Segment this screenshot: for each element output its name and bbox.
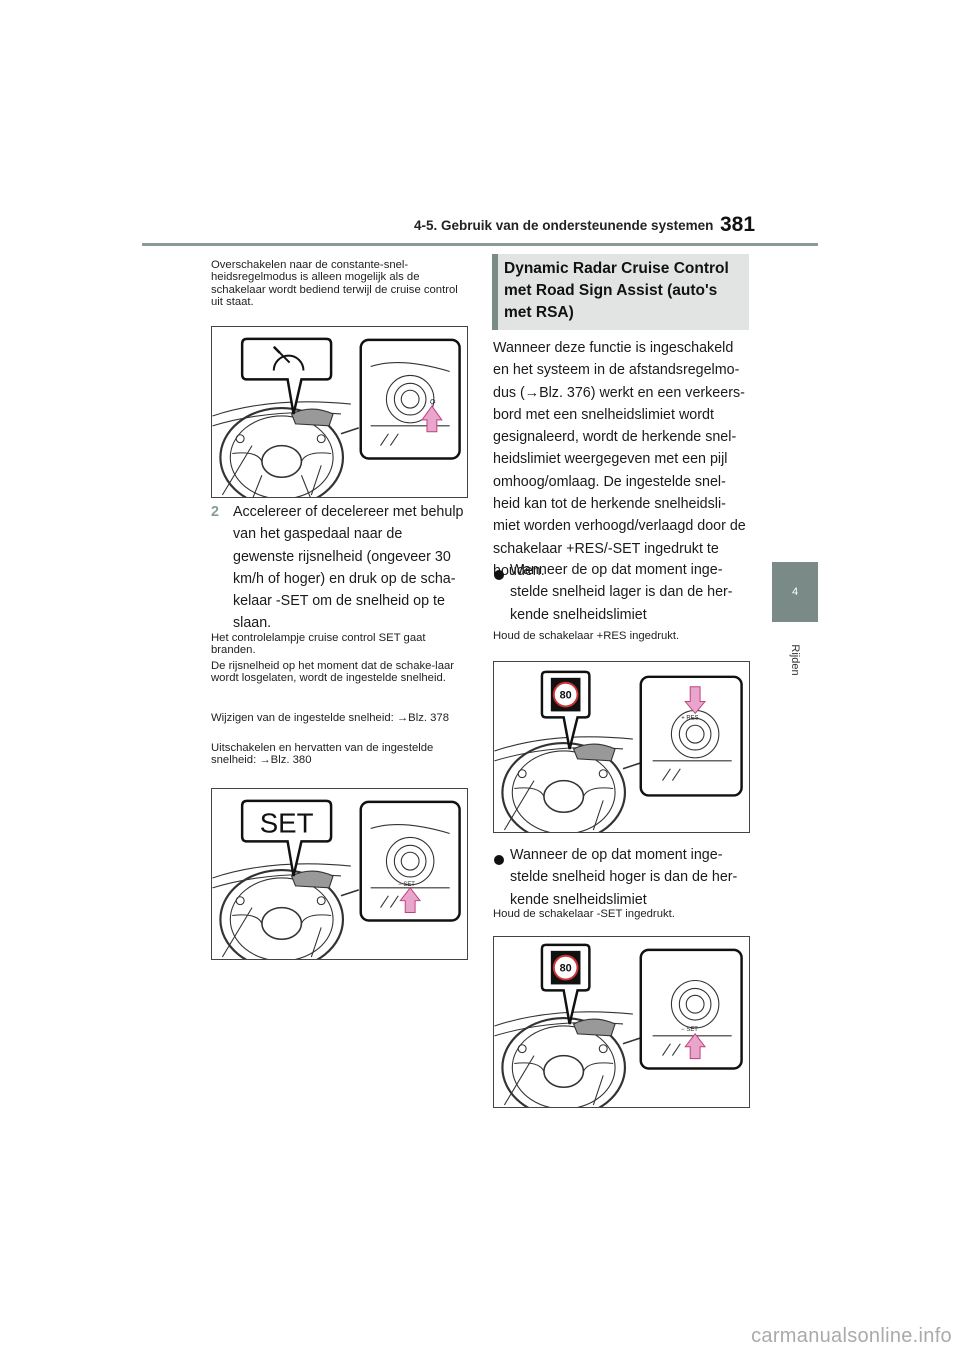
- steering-wheel-illustration: 80 − SET: [494, 943, 743, 1107]
- heading-accent-bar: [492, 254, 498, 330]
- rsa-section-heading: Dynamic Radar Cruise Control met Road Si…: [492, 254, 749, 330]
- page-number: 381: [720, 213, 756, 236]
- header-rule: [142, 243, 818, 246]
- section-title: 4-5. Gebruik van de ondersteunende syste…: [414, 218, 714, 233]
- chapter-label: Rijden: [789, 644, 801, 676]
- section-heading-text: Dynamic Radar Cruise Control met Road Si…: [504, 260, 729, 321]
- res-switch-label: + RES: [681, 715, 698, 721]
- figure-set-switch-rsa: 80 − SET: [493, 936, 750, 1108]
- bullet-dot: [494, 570, 504, 580]
- bullet1-note: Houd de schakelaar +RES ingedrukt.: [493, 630, 680, 642]
- watermark: carmanualsonline.info: [751, 1325, 952, 1347]
- steering-wheel-illustration: 80 + RES: [494, 670, 743, 832]
- note-set-lamp: Het controlelampje cruise control SET ga…: [211, 632, 426, 657]
- rsa-paragraph: Wanneer deze functie is ingeschakeld en …: [493, 340, 746, 579]
- bullet-dot: [494, 855, 504, 865]
- set-callout-label: SET: [260, 807, 314, 838]
- note-set-speed: De rijsnelheid op het moment dat de scha…: [211, 660, 455, 685]
- set-switch-label: − SET: [398, 882, 415, 888]
- step-2-text: Accelereer of decelereer met behulp van …: [233, 504, 464, 632]
- svg-text:⛭: ⛭: [430, 399, 436, 406]
- bullet-higher-limit: Wanneer de op dat moment inge-stelde sne…: [510, 847, 738, 908]
- step-number: 2: [211, 504, 219, 520]
- bullet2-note: Houd de schakelaar -SET ingedrukt.: [493, 908, 675, 920]
- chapter-tab: 4: [772, 562, 818, 622]
- bullet-lower-limit: Wanneer de op dat moment inge-stelde sne…: [510, 562, 733, 623]
- figure-cruise-control-switch: ⛭: [211, 326, 468, 498]
- steering-wheel-illustration: ⛭: [212, 337, 461, 497]
- speed-sign-value: 80: [560, 690, 572, 702]
- note-cancel-resume-ref: Uitschakelen en hervatten van de ingeste…: [211, 742, 434, 767]
- speed-sign-value: 80: [560, 963, 572, 975]
- figure-res-switch: 80 + RES: [493, 661, 750, 833]
- set-switch-label: − SET: [681, 1027, 698, 1033]
- intro-note: Overschakelen naar de constante-snel-hei…: [211, 259, 458, 309]
- note-change-speed-ref: Wijzigen van de ingestelde snelheid: →Bl…: [211, 712, 450, 724]
- steering-wheel-illustration: SET − SET: [212, 799, 461, 959]
- figure-set-switch: SET − SET: [211, 788, 468, 960]
